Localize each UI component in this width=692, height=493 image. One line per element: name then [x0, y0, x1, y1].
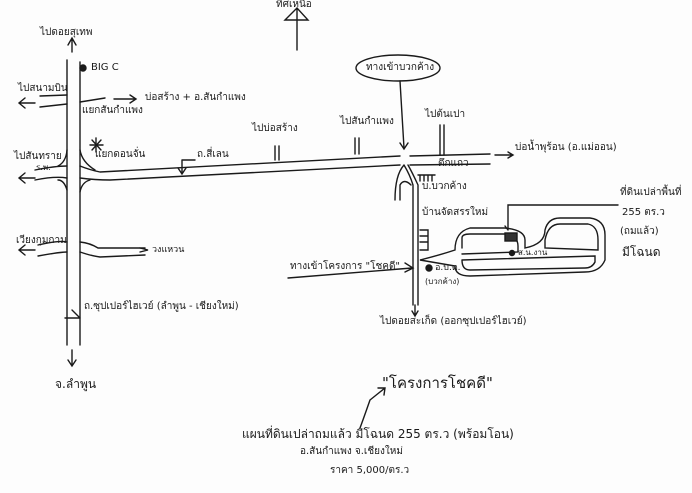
road-bosang [39, 94, 106, 108]
label-big-c: BIG C [91, 62, 119, 73]
label-title-deed: มีโฉนด [622, 245, 661, 259]
label-to-sansai: ไปสันทราย [14, 151, 62, 162]
label-filled: (ถมแล้ว) [620, 226, 659, 237]
road-four-lane [34, 153, 491, 181]
label-hot-spring: บ่อน้ำพุร้อน (อ.แม่ออน) [515, 142, 617, 153]
label-land-area: 255 ตร.ว [622, 207, 665, 218]
label-wiang-kum-kam: เวียงกุมกาม [16, 235, 67, 246]
label-buak-khang-entrance: ทางเข้าบวกค้าง [366, 62, 435, 73]
road-main-north-south [66, 59, 81, 346]
label-don-chan-junction: แยกดอนจั่น [95, 149, 146, 160]
label-project-entrance: ทางเข้าโครงการ "โชคดี" [290, 261, 401, 272]
label-to-sankamphaeng: ไปสันกำแพง [340, 116, 394, 127]
map-location: อ.สันกำแพง จ.เชียงใหม่ [300, 446, 403, 457]
land-plot-marker [504, 232, 518, 242]
star-marker-icon [89, 137, 104, 153]
label-four-lane-road: ถ.สี่เลน [197, 149, 229, 160]
label-sankamphaeng-junction: แยกสันกำแพง [82, 105, 143, 116]
project-name: "โครงการโชคดี" [382, 374, 493, 392]
label-superhighway: ถ.ซุปเปอร์ไฮเวย์ (ลำพูน - เชียงใหม่) [84, 301, 239, 312]
label-ban-buak-khang: บ.บวกค้าง [422, 181, 467, 192]
north-label: ทิศเหนือ [276, 0, 312, 10]
label-lamphun: จ.ลำพูน [55, 377, 97, 391]
label-to-bosang: ไปบ่อสร้าง [252, 123, 298, 134]
north-arrow-icon [283, 6, 310, 51]
label-sao: อ.บ.ต. [435, 263, 461, 273]
label-to-tonpao: ไปต้นเปา [425, 109, 466, 120]
label-hospital: ร.พ. [36, 163, 51, 172]
label-to-doi-saket: ไปดอยสะเก็ด (ออกซุปเปอร์ไฮเวย์) [380, 316, 527, 327]
label-office: ส.น.งาน [518, 248, 548, 257]
label-shophouses: ตึกแถว [438, 158, 469, 169]
label-sao-sub: (บวกค้าง) [425, 277, 460, 286]
label-new-housing: บ้านจัดสรรใหม่ [422, 207, 489, 218]
label-to-doi-suthep: ไปดอยสุเทพ [40, 27, 93, 38]
buak-khang-entrance-callout [355, 54, 441, 82]
label-vacant-land: ที่ดินเปล่าพื้นที่ [620, 187, 682, 198]
label-bosang-sankamphaeng: บ่อสร้าง + อ.สันกำแพง [145, 92, 246, 103]
label-to-airport: ไปสนามบิน [18, 83, 68, 94]
label-ring-road: วงแหวน [152, 245, 185, 255]
road-buak-khang [394, 164, 419, 306]
map-description: แผนที่ดินเปล่าถมแล้ว มีโฉนด 255 ตร.ว (พร… [242, 427, 514, 441]
road-loop [419, 217, 606, 277]
land-price: ราคา 5,000/ตร.ว [330, 465, 410, 476]
road-ring [37, 240, 146, 258]
